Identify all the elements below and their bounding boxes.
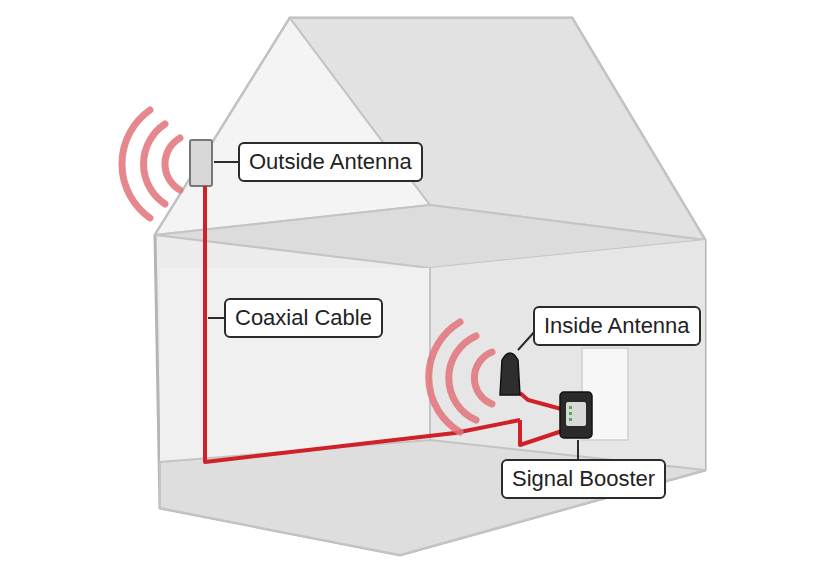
booster-cable xyxy=(520,393,565,410)
callout-label: Coaxial Cable xyxy=(235,305,372,331)
booster-leds xyxy=(569,406,572,421)
callout-box: Inside Antenna xyxy=(533,306,701,346)
callout-label: Inside Antenna xyxy=(544,313,690,339)
callout-label: Outside Antenna xyxy=(249,149,412,175)
callout-label: Signal Booster xyxy=(512,466,655,492)
roof-slope xyxy=(290,18,705,240)
outside-antenna xyxy=(190,140,212,186)
outside-waves xyxy=(122,110,180,218)
signal-booster xyxy=(560,392,592,438)
house-outline xyxy=(155,18,705,555)
callout-box: Outside Antenna xyxy=(238,142,423,182)
booster-face xyxy=(566,402,586,426)
inside-waves xyxy=(429,322,492,432)
leader-lines xyxy=(208,162,578,459)
inside-antenna xyxy=(500,353,520,395)
side-wall xyxy=(430,240,705,470)
coaxial-cable xyxy=(205,186,565,462)
back-wall xyxy=(160,268,430,462)
callout-box: Coaxial Cable xyxy=(224,298,383,338)
callout-box: Signal Booster xyxy=(501,459,666,499)
